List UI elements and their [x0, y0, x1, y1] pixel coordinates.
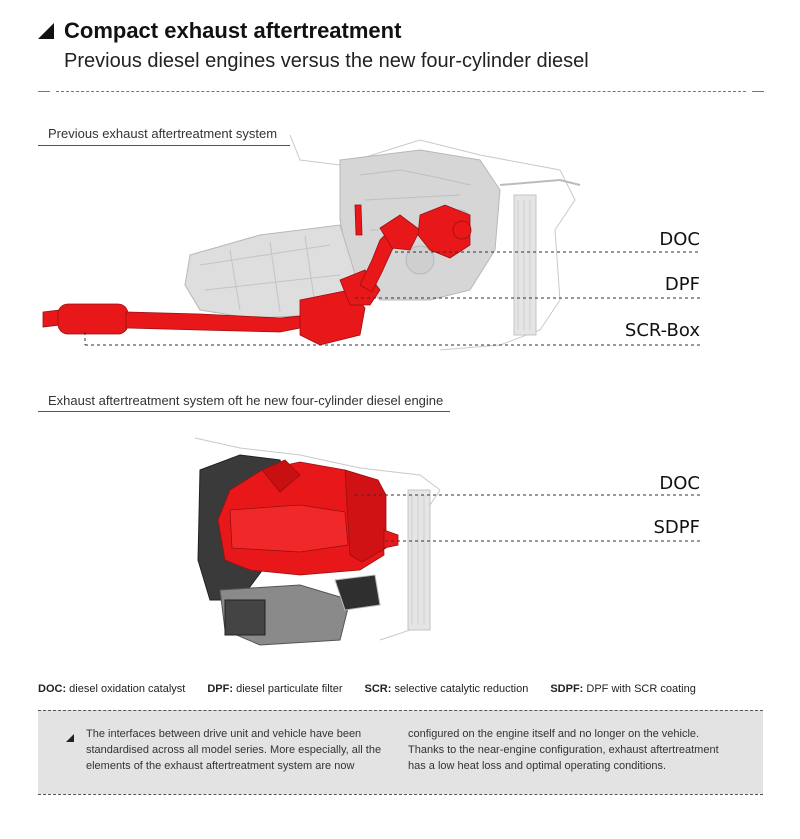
section-label-underline — [38, 145, 290, 146]
legend-text: diesel particulate filter — [236, 683, 343, 695]
callout-doc-previous: DOC — [659, 229, 700, 250]
header-rule — [56, 91, 746, 92]
legend-text: diesel oxidation catalyst — [69, 683, 186, 695]
info-text-left: The interfaces between drive unit and ve… — [86, 728, 382, 772]
legend-text: DPF with SCR coating — [586, 683, 696, 695]
page-subtitle: Previous diesel engines versus the new f… — [64, 50, 589, 72]
legend-item: SDPF: DPF with SCR coating — [550, 683, 696, 695]
callout-scr-box-previous: SCR-Box — [624, 320, 700, 341]
legend-item: DPF: diesel particulate filter — [207, 683, 342, 695]
callout-doc-new: DOC — [659, 473, 700, 494]
header-rule-right — [752, 91, 764, 92]
legend-abbr: SCR: — [364, 683, 392, 695]
header-rule-left — [38, 91, 50, 92]
abbreviation-legend: DOC: diesel oxidation catalyst DPF: dies… — [38, 683, 696, 695]
info-text-right: configured on the engine itself and no l… — [408, 728, 719, 772]
new-exhaust-system — [217, 459, 399, 576]
legend-abbr: SDPF: — [550, 683, 584, 695]
section-label-underline — [38, 411, 450, 412]
previous-leader-lines — [84, 251, 700, 346]
info-box-bottom-rule — [38, 794, 763, 795]
page-title: Compact exhaust aftertreatment — [64, 18, 402, 43]
legend-item: DOC: diesel oxidation catalyst — [38, 683, 185, 695]
title-row: Compact exhaust aftertreatment — [38, 18, 401, 44]
triangle-bullet-icon — [66, 734, 74, 742]
legend-abbr: DPF: — [207, 683, 234, 695]
info-box: The interfaces between drive unit and ve… — [38, 710, 763, 794]
legend-item: SCR: selective catalytic reduction — [364, 683, 528, 695]
callout-dpf-previous: DPF — [664, 274, 700, 295]
triangle-bullet-icon — [38, 23, 54, 39]
info-box-top-rule — [38, 710, 763, 711]
new-leader-lines — [355, 494, 700, 542]
section-label-previous: Previous exhaust aftertreatment system — [48, 126, 278, 141]
legend-text: selective catalytic reduction — [394, 683, 529, 695]
legend-abbr: DOC: — [38, 683, 67, 695]
previous-exhaust-system — [42, 204, 472, 346]
callout-sdpf-new: SDPF — [653, 517, 701, 538]
section-label-new: Exhaust aftertreatment system oft he new… — [48, 393, 444, 408]
